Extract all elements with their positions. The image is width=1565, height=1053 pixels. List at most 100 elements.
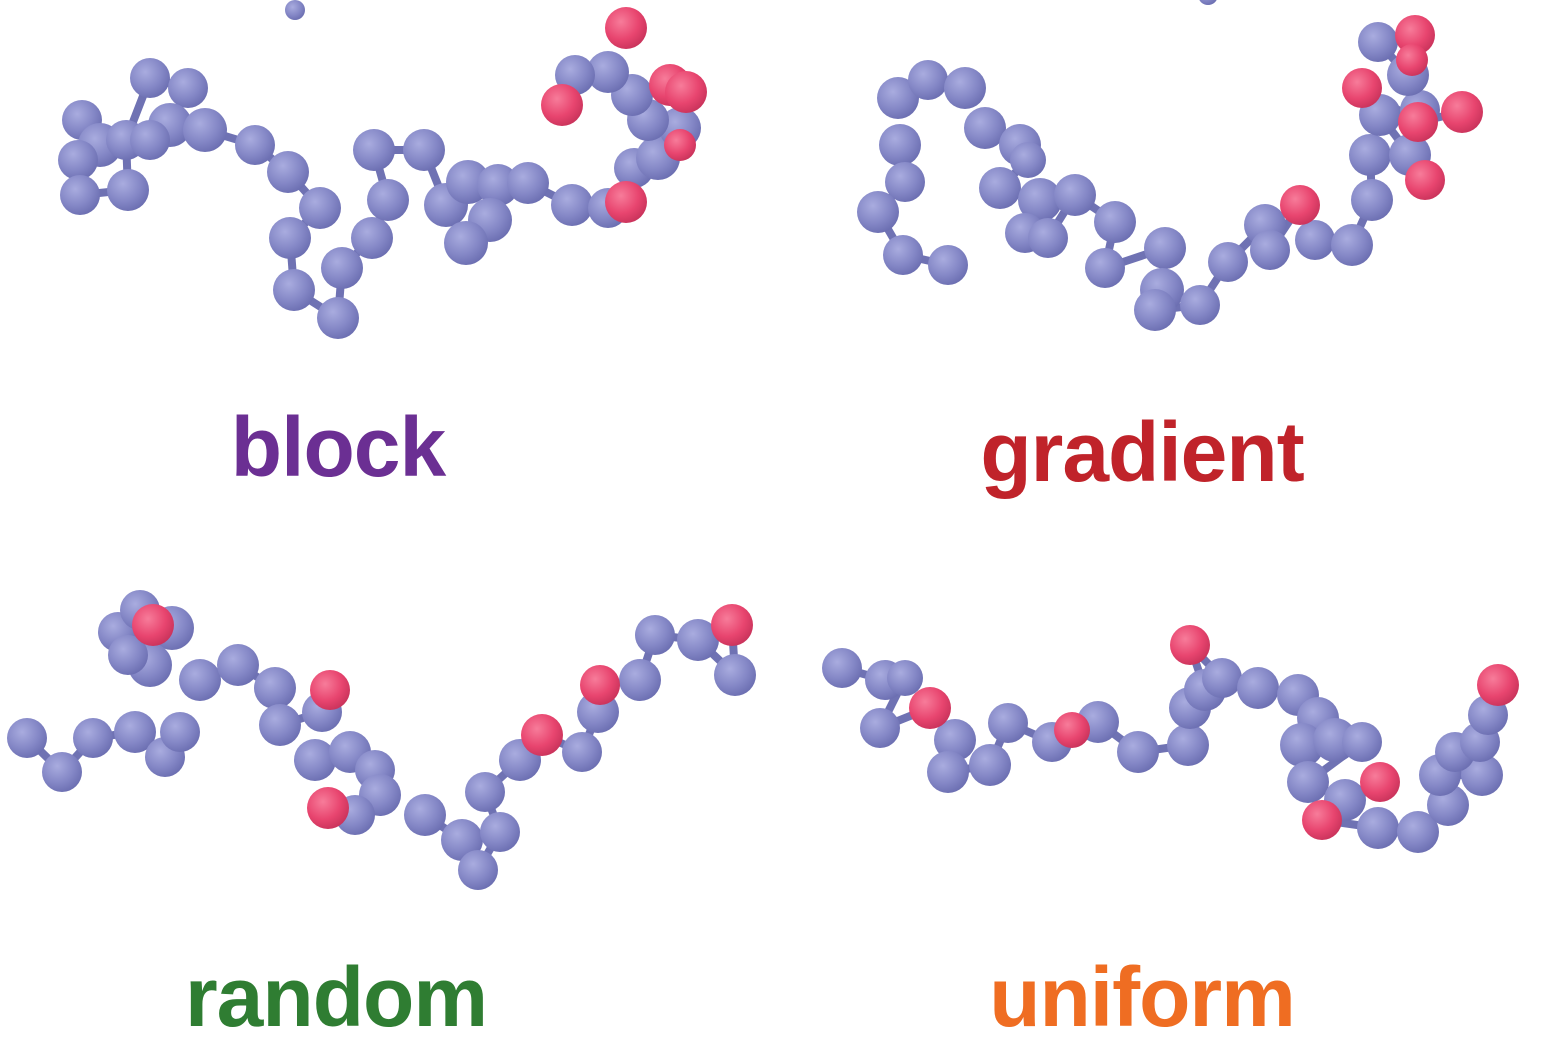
monomer-bead [42, 752, 82, 792]
monomer-bead [130, 58, 170, 98]
monomer-bead [1331, 224, 1373, 266]
monomer-bead [299, 187, 341, 229]
monomer-bead [1054, 174, 1096, 216]
monomer-bead [1117, 731, 1159, 773]
monomer-bead [562, 732, 602, 772]
monomer-bead [944, 67, 986, 109]
monomer-bead [269, 217, 311, 259]
monomer-bead [887, 660, 923, 696]
comonomer-bead [1302, 800, 1342, 840]
monomer-bead [404, 794, 446, 836]
monomer-bead [619, 659, 661, 701]
monomer-bead [1167, 724, 1209, 766]
monomer-bead [7, 718, 47, 758]
monomer-bead [1295, 220, 1335, 260]
monomer-bead [1144, 227, 1186, 269]
comonomer-bead [664, 129, 696, 161]
monomer-bead [1018, 178, 1062, 222]
comonomer-bead [132, 604, 174, 646]
monomer-bead [1250, 230, 1290, 270]
comonomer-bead [1342, 68, 1382, 108]
monomer-bead [635, 615, 675, 655]
monomer-bead [677, 619, 719, 661]
monomer-bead [883, 235, 923, 275]
monomer-bead [444, 221, 488, 265]
label-uniform: uniform [989, 950, 1296, 1044]
monomer-bead [73, 718, 113, 758]
monomer-bead [927, 751, 969, 793]
monomer-bead [857, 191, 899, 233]
monomer-bead [168, 68, 208, 108]
monomer-bead [988, 703, 1028, 743]
monomer-bead [1280, 723, 1324, 767]
monomer-bead [160, 712, 200, 752]
monomer-bead [114, 711, 156, 753]
comonomer-bead [1398, 102, 1438, 142]
monomer-bead [285, 0, 305, 20]
monomer-bead [1358, 22, 1398, 62]
uniform-copolymer-chain [822, 625, 1519, 853]
comonomer-bead [665, 71, 707, 113]
monomer-bead [183, 108, 227, 152]
monomer-bead [477, 164, 519, 206]
monomer-bead [480, 812, 520, 852]
monomer-bead [317, 297, 359, 339]
monomer-bead [877, 77, 919, 119]
comonomer-bead [1405, 160, 1445, 200]
monomer-bead [403, 129, 445, 171]
monomer-bead [273, 269, 315, 311]
label-block: block [230, 400, 446, 494]
comonomer-bead [1360, 762, 1400, 802]
comonomer-bead [605, 181, 647, 223]
monomer-bead [928, 245, 968, 285]
label-gradient: gradient [980, 405, 1304, 499]
comonomer-bead [541, 84, 583, 126]
monomer-bead [714, 654, 756, 696]
monomer-bead [1010, 142, 1046, 178]
comonomer-bead [1170, 625, 1210, 665]
monomer-bead [587, 51, 629, 93]
monomer-bead [860, 708, 900, 748]
monomer-bead [1397, 811, 1439, 853]
comonomer-bead [310, 670, 350, 710]
comonomer-bead [711, 604, 753, 646]
comonomer-bead [1395, 15, 1435, 55]
random-copolymer-chain [7, 590, 756, 890]
comonomer-bead [1396, 44, 1428, 76]
monomer-bead [235, 125, 275, 165]
comonomer-bead [307, 787, 349, 829]
monomer-bead [294, 739, 336, 781]
label-random: random [184, 950, 488, 1044]
monomer-bead [130, 120, 170, 160]
comonomer-bead [605, 7, 647, 49]
monomer-bead [321, 247, 363, 289]
monomer-bead [885, 162, 925, 202]
monomer-bead [254, 667, 296, 709]
monomer-bead [1351, 179, 1393, 221]
monomer-bead [1180, 285, 1220, 325]
monomer-bead [964, 107, 1006, 149]
monomer-bead [465, 772, 505, 812]
monomer-bead [353, 129, 395, 171]
monomer-bead [267, 151, 309, 193]
monomer-bead [822, 648, 862, 688]
comonomer-bead [521, 714, 563, 756]
comonomer-bead [1054, 712, 1090, 748]
monomer-bead [1202, 658, 1242, 698]
monomer-bead [1199, 0, 1217, 5]
gradient-copolymer-chain [857, 0, 1483, 331]
monomer-bead [1237, 667, 1279, 709]
monomer-bead [217, 644, 259, 686]
monomer-bead [1085, 248, 1125, 288]
monomer-bead [1028, 218, 1068, 258]
monomer-bead [60, 175, 100, 215]
monomer-bead [1208, 242, 1248, 282]
monomer-bead [179, 659, 221, 701]
monomer-bead [969, 744, 1011, 786]
monomer-bead [107, 169, 149, 211]
monomer-bead [1349, 134, 1391, 176]
comonomer-bead [909, 687, 951, 729]
monomer-bead [879, 124, 921, 166]
monomer-bead [1461, 754, 1503, 796]
